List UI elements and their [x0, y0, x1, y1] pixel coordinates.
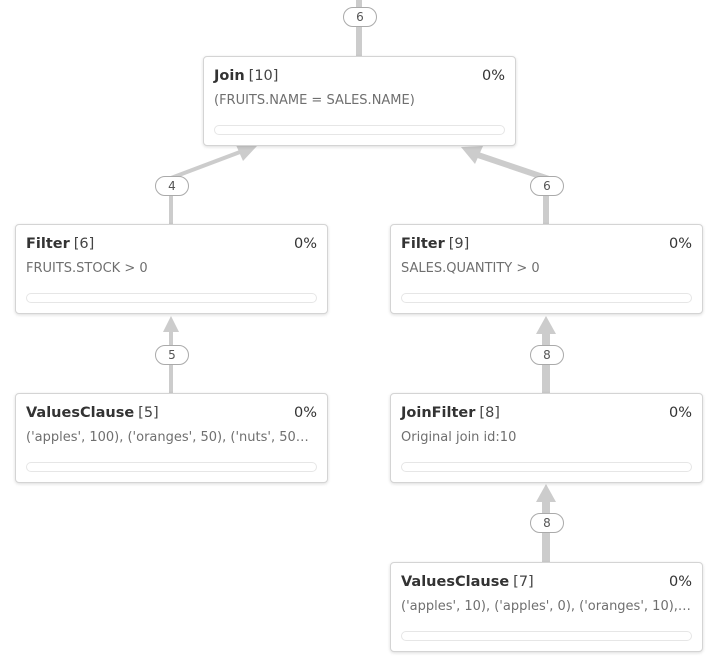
node-joinfilter-8[interactable]: JoinFilter[8] 0% Original join id:10	[390, 393, 703, 483]
node-title: Filter[6]	[26, 236, 94, 252]
node-name: ValuesClause	[401, 574, 510, 590]
node-detail: FRUITS.STOCK > 0	[26, 261, 148, 276]
node-filter-9[interactable]: Filter[9] 0% SALES.QUANTITY > 0	[390, 224, 703, 314]
edge-badge-values5-to-filter6: 5	[155, 345, 189, 365]
node-detail: ('apples', 10), ('apples', 0), ('oranges…	[401, 599, 691, 614]
node-percent: 0%	[668, 574, 692, 590]
node-title: ValuesClause[5]	[26, 405, 159, 421]
progress-bar	[214, 125, 505, 135]
node-title: JoinFilter[8]	[401, 405, 500, 421]
node-name: Filter	[26, 236, 70, 252]
progress-bar	[401, 293, 692, 303]
node-name: Filter	[401, 236, 445, 252]
edge-badge-values7-to-joinfilter8: 8	[530, 513, 564, 533]
node-percent: 0%	[293, 405, 317, 421]
node-name: Join	[214, 68, 245, 84]
node-percent: 0%	[668, 405, 692, 421]
node-id: [7]	[513, 574, 534, 590]
node-percent: 0%	[668, 236, 692, 252]
node-id: [6]	[73, 236, 95, 252]
node-percent: 0%	[481, 68, 505, 84]
edge-badge-filter6-to-join: 4	[155, 176, 189, 196]
node-valuesclause-5[interactable]: ValuesClause[5] 0% ('apples', 100), ('or…	[15, 393, 328, 483]
progress-bar	[401, 631, 692, 641]
node-detail: Original join id:10	[401, 430, 517, 445]
node-title: ValuesClause[7]	[401, 574, 534, 590]
progress-bar	[26, 293, 317, 303]
node-percent: 0%	[293, 236, 317, 252]
node-join-10[interactable]: Join[10] 0% (FRUITS.NAME = SALES.NAME)	[203, 56, 516, 146]
progress-bar	[401, 462, 692, 472]
node-detail: (FRUITS.NAME = SALES.NAME)	[214, 93, 415, 108]
edge-badge-joinfilter8-to-filter9: 8	[530, 345, 564, 365]
node-id: [10]	[248, 68, 279, 84]
node-title: Filter[9]	[401, 236, 469, 252]
node-valuesclause-7[interactable]: ValuesClause[7] 0% ('apples', 10), ('app…	[390, 562, 703, 652]
edge-badge-join-output: 6	[343, 7, 377, 27]
node-id: [5]	[138, 405, 159, 421]
progress-bar	[26, 462, 317, 472]
node-detail: ('apples', 100), ('oranges', 50), ('nuts…	[26, 430, 316, 445]
node-name: JoinFilter	[401, 405, 476, 421]
node-filter-6[interactable]: Filter[6] 0% FRUITS.STOCK > 0	[15, 224, 328, 314]
node-id: [8]	[479, 405, 500, 421]
edge-badge-filter9-to-join: 6	[530, 176, 564, 196]
node-name: ValuesClause	[26, 405, 135, 421]
node-id: [9]	[448, 236, 470, 252]
node-title: Join[10]	[214, 68, 278, 84]
node-detail: SALES.QUANTITY > 0	[401, 261, 540, 276]
